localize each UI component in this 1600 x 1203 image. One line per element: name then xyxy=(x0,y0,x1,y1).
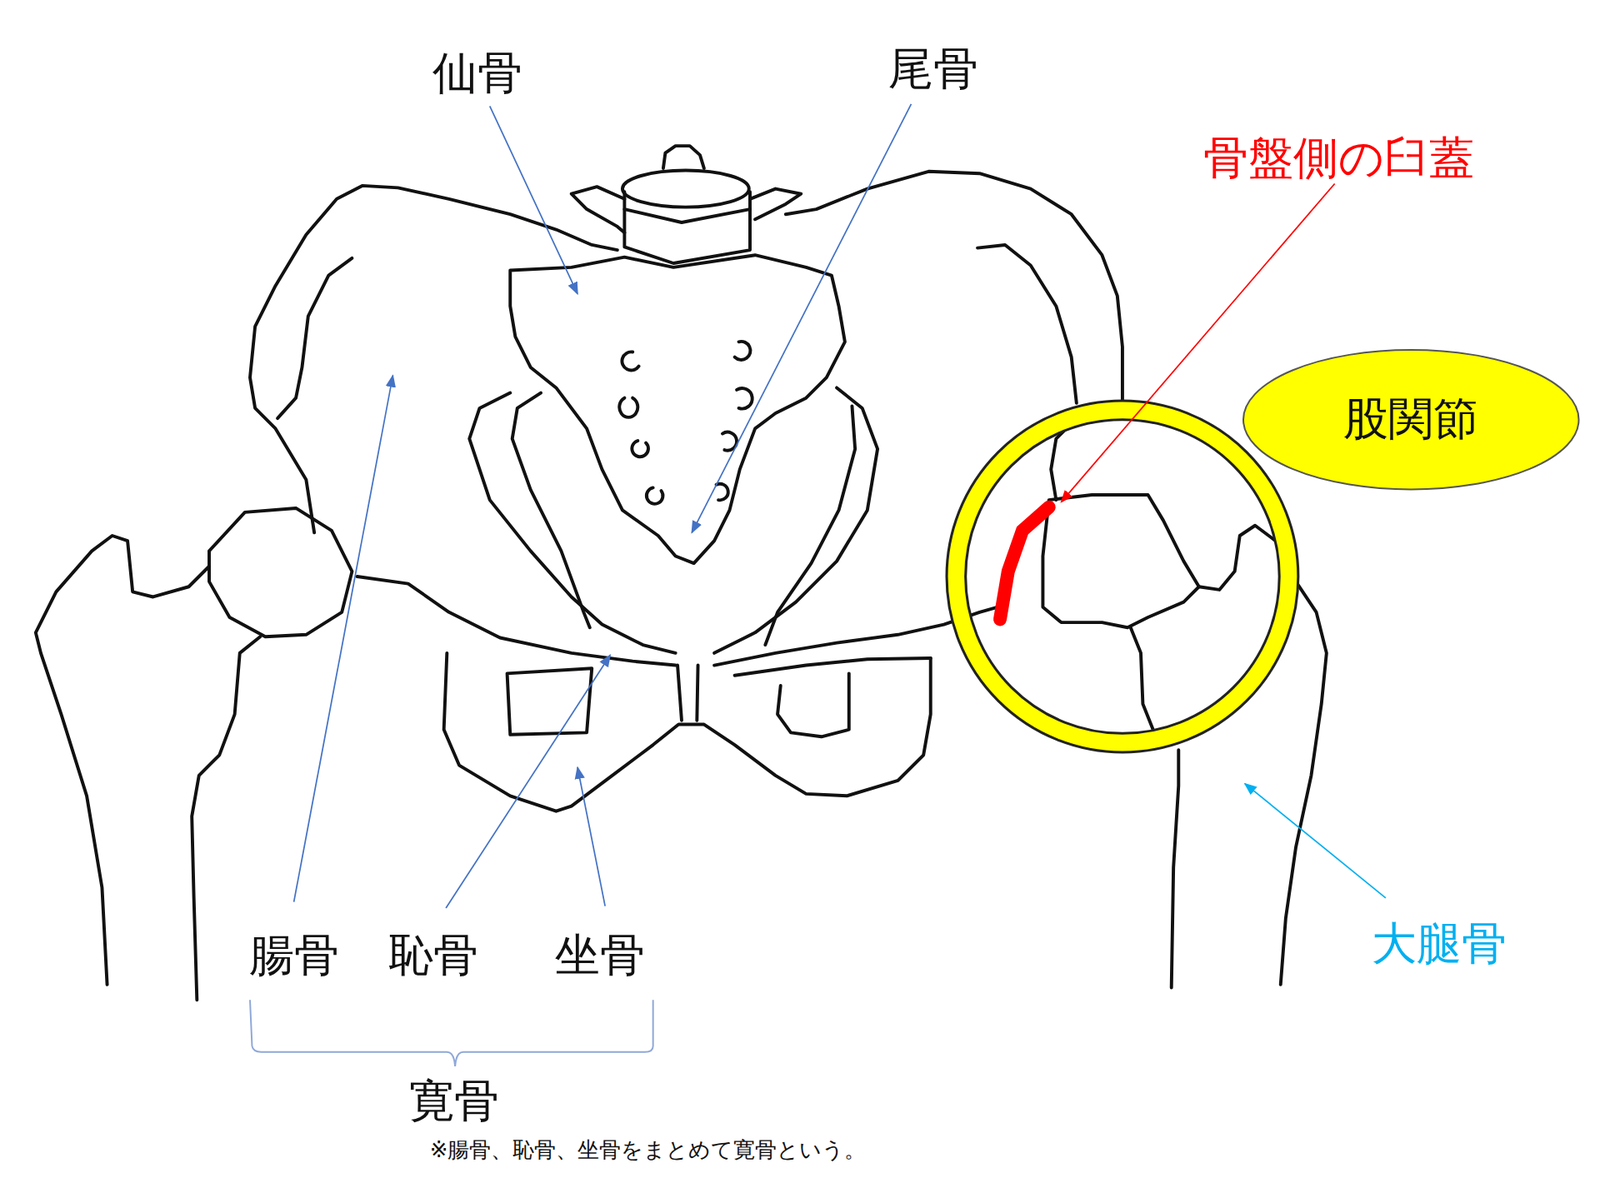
bone-label: 恥骨 xyxy=(388,930,479,982)
hip-circle xyxy=(955,410,1289,743)
bone-label: 尾骨 xyxy=(888,43,979,95)
joint-ellipse: 股関節 xyxy=(1241,348,1581,491)
bone-label: 大腿骨 xyxy=(1371,918,1507,970)
acetabulum-label: 骨盤側の臼蓋 xyxy=(1203,132,1475,185)
acetabulum-highlight xyxy=(1000,507,1050,620)
group-brace xyxy=(250,1000,654,1067)
group-label: 寛骨 xyxy=(409,1075,500,1128)
note-text: ※腸骨、恥骨、坐骨をまとめて寛骨という。 xyxy=(430,1138,867,1164)
joint-label: 股関節 xyxy=(1343,389,1479,450)
ellipse-fill xyxy=(1243,350,1580,490)
bone-label: 腸骨 xyxy=(249,930,340,982)
bone-outlines xyxy=(35,145,1327,1000)
bone-label: 仙骨 xyxy=(432,47,523,100)
bone-label: 坐骨 xyxy=(555,930,645,982)
hip-circle-outline xyxy=(955,410,1289,743)
leader-lines xyxy=(294,104,1386,909)
